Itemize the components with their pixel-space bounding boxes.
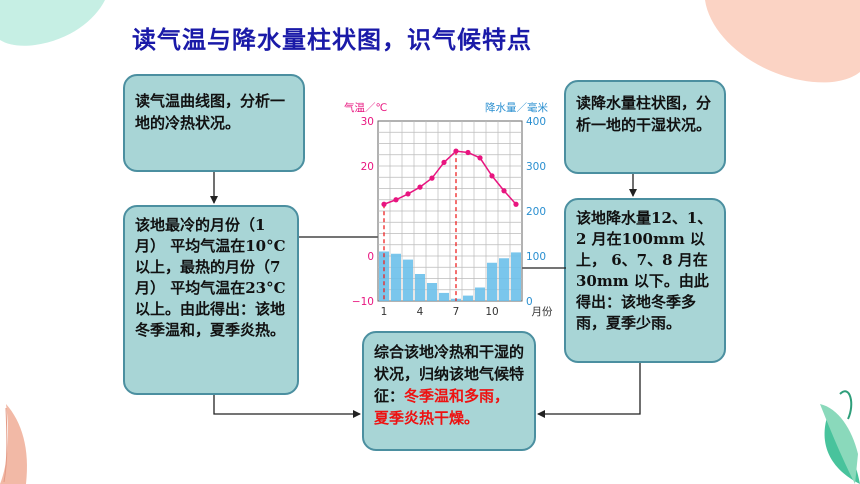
temperature-tick-label: 30: [361, 116, 374, 128]
temperature-point: [381, 201, 387, 207]
box-climate-summary-text: 综合该地冷热和干湿的状况，归纳该地气候特征：冬季温和多雨，夏季炎热干燥。: [374, 341, 524, 429]
precipitation-axis-label: 降水量／毫米: [485, 101, 548, 114]
temperature-point: [465, 149, 471, 156]
summary-prefix: 综合该地冷热和干湿的状况，归纳该地气候特征：: [374, 343, 525, 405]
temperature-point: [501, 188, 507, 194]
summary-highlight: 冬季温和多雨，夏季炎热干燥。: [374, 387, 510, 427]
box-precipitation-instruction-text: 读降水量柱状图，分析一地的干湿状况。: [576, 94, 712, 134]
temperature-axis-label: 气温／℃: [344, 101, 387, 114]
precipitation-bar: [463, 295, 473, 301]
box-climate-summary: 综合该地冷热和干湿的状况，归纳该地气候特征：冬季温和多雨，夏季炎热干燥。: [362, 331, 536, 451]
box-temperature-result: 该地最冷的月份（1月） 平均气温在10°C以上，最热的月份（7 月） 平均气温在…: [123, 205, 299, 395]
temperature-line: [381, 148, 519, 207]
temperature-tick-label: −10: [352, 296, 374, 308]
box-temperature-curve-text: 读气温曲线图，分析一地的冷热状况。: [135, 92, 286, 132]
temperature-point: [513, 201, 519, 207]
precipitation-bar: [475, 287, 485, 301]
arrow-box2-to-summary: [213, 395, 361, 418]
box-precipitation-instruction: 读降水量柱状图，分析一地的干湿状况。: [564, 80, 726, 174]
box-precipitation-result: 该地降水量12、1、2 月在100mm 以上， 6、7、8 月在30mm 以下。…: [564, 198, 726, 363]
month-tick-label: 10: [485, 306, 498, 318]
precipitation-tick-label: 200: [526, 206, 546, 218]
box-temperature-curve-instruction: 读气温曲线图，分析一地的冷热状况。: [123, 74, 305, 172]
temperature-point: [405, 191, 411, 197]
page-title: 读气温与降水量柱状图，识气候特点: [132, 26, 532, 54]
precipitation-bar: [403, 259, 413, 301]
box-temperature-result-text: 该地最冷的月份（1月） 平均气温在10°C以上，最热的月份（7 月） 平均气温在…: [135, 216, 286, 339]
temperature-point: [393, 197, 399, 203]
precipitation-tick-label: 0: [526, 296, 533, 308]
chart-guide-lines: [383, 151, 457, 301]
temperature-tick-label: 20: [361, 161, 374, 173]
box-precipitation-result-text: 该地降水量12、1、2 月在100mm 以上， 6、7、8 月在30mm 以下。…: [576, 209, 713, 332]
precipitation-bar: [427, 283, 437, 301]
temperature-point: [429, 175, 435, 181]
temperature-point: [441, 159, 447, 165]
precipitation-tick-label: 300: [526, 161, 546, 173]
precipitation-bar: [439, 292, 449, 301]
month-axis-label: 月份: [532, 306, 553, 318]
precipitation-tick-label: 400: [526, 116, 546, 128]
precipitation-bar: [391, 253, 401, 301]
month-tick-label: 4: [417, 306, 424, 318]
temperature-point: [417, 184, 423, 190]
arrow-box4-to-summary: [537, 363, 641, 418]
chart-grid: [377, 120, 523, 302]
month-tick-label: 7: [453, 306, 460, 318]
temperature-point: [453, 148, 459, 154]
precipitation-bar: [487, 262, 497, 301]
temperature-point: [489, 173, 495, 179]
precipitation-tick-label: 100: [526, 251, 546, 263]
precipitation-bar: [415, 274, 425, 301]
precipitation-bar: [511, 252, 521, 301]
temperature-point: [477, 155, 483, 161]
month-tick-label: 1: [381, 306, 388, 318]
temperature-tick-label: 0: [367, 251, 374, 263]
precipitation-bar: [499, 258, 509, 301]
